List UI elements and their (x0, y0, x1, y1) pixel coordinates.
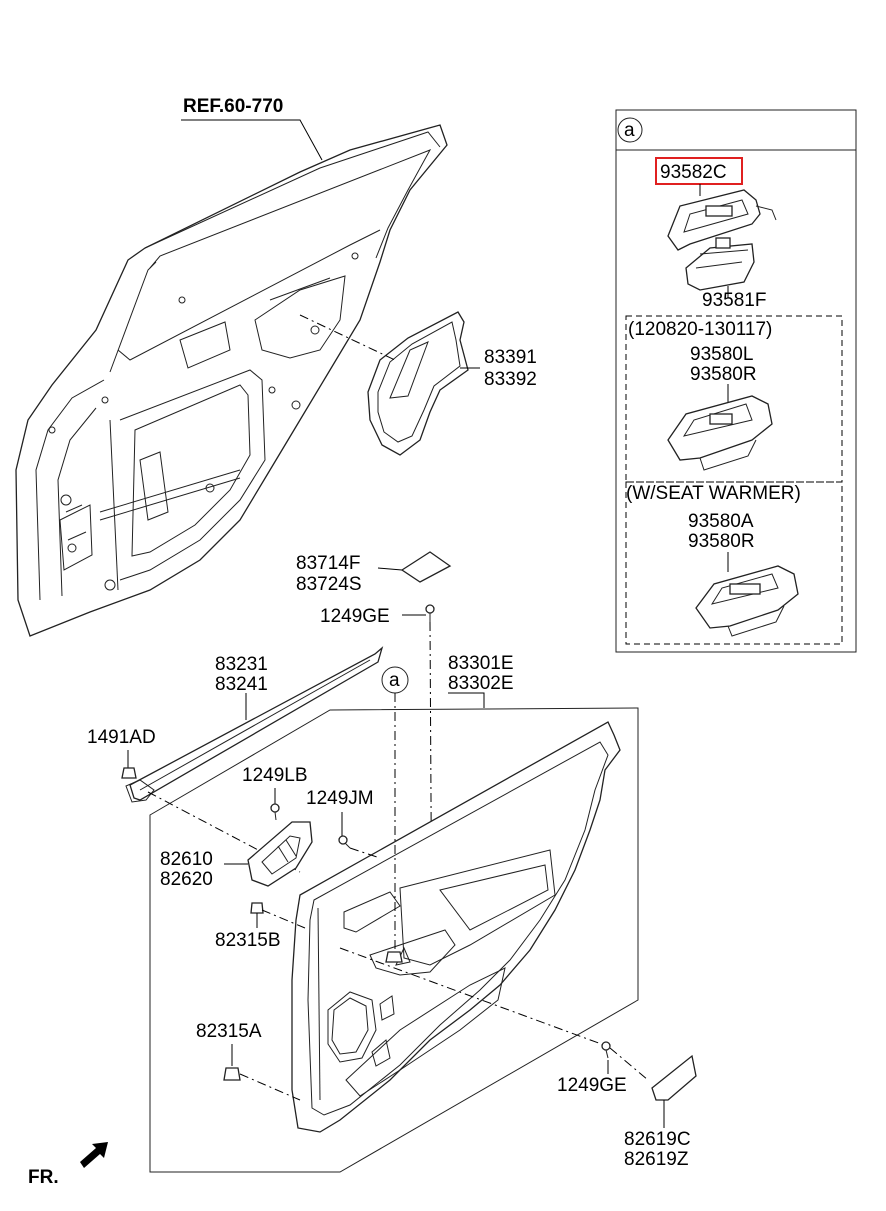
front-direction: FR. (28, 1142, 108, 1188)
screw-top-1249ge[interactable]: 1249GE (320, 604, 435, 976)
group-2[interactable]: (W/SEAT WARMER) 93580A 93580R (626, 483, 801, 637)
label-82619z[interactable]: 82619Z (624, 1149, 689, 1170)
group-1-title[interactable]: (120820-130117) (628, 319, 772, 340)
group-1-box (625, 315, 843, 483)
clip-b-dash (261, 909, 306, 929)
highlight-box (655, 157, 743, 185)
inside-handle-82610[interactable]: 82610 82620 (160, 821, 313, 890)
weatherstrip-83231[interactable]: 83231 83241 (125, 646, 384, 873)
label-83724s[interactable]: 83724S (296, 574, 362, 595)
label-83231[interactable]: 83231 (215, 654, 268, 675)
trim-panel-83301e[interactable]: 83301E 83302E (149, 653, 639, 1173)
ref-leader (181, 119, 323, 161)
screw-1249lb[interactable]: 1249LB (242, 765, 308, 821)
sticker-83714f[interactable]: 83714F 83724S (296, 551, 452, 595)
part-93581f[interactable]: 93581F (685, 237, 766, 311)
group-2-box (625, 481, 843, 645)
label-1491ad[interactable]: 1491AD (87, 727, 156, 748)
label-1249jm[interactable]: 1249JM (306, 788, 374, 809)
label-93580a[interactable]: 93580A (688, 511, 754, 532)
label-83392[interactable]: 83392 (484, 369, 537, 390)
arrow-icon (80, 1142, 108, 1168)
clip-a-dash (239, 1073, 301, 1101)
inset-callout[interactable]: a (617, 117, 643, 143)
label-82620[interactable]: 82620 (160, 869, 213, 890)
label-83301e[interactable]: 83301E (448, 653, 514, 674)
inset-panel: a 93582C 93581F (120820-130117) 93580L 9… (615, 109, 857, 653)
screw-1249jm-dash (349, 847, 381, 859)
ref-label-group[interactable]: REF.60-770 (181, 96, 323, 161)
label-93580r-a[interactable]: 93580R (690, 364, 757, 385)
trim-seal-83391[interactable]: 83391 83392 (299, 311, 537, 456)
label-82610[interactable]: 82610 (160, 849, 213, 870)
clip-82315a[interactable]: 82315A (196, 1021, 301, 1101)
door-frame (15, 124, 448, 637)
label-1249ge-top[interactable]: 1249GE (320, 606, 390, 627)
group-2-title[interactable]: (W/SEAT WARMER) (626, 483, 801, 504)
trim-panel-leader (448, 692, 485, 708)
label-93581f[interactable]: 93581F (702, 290, 766, 311)
screw-bottom-1249ge[interactable]: 1249GE (557, 1041, 649, 1096)
part-93582c[interactable]: 93582C (655, 157, 777, 251)
callout-a-label[interactable]: a (389, 670, 400, 691)
label-82619c[interactable]: 82619C (624, 1129, 691, 1150)
cover-82619c[interactable]: 82619C 82619Z (624, 1054, 697, 1170)
direction-label: FR. (28, 1167, 59, 1188)
seal-dash (299, 314, 396, 361)
screw-top-dash (429, 621, 433, 976)
group-1[interactable]: (120820-130117) 93580L 93580R (628, 319, 773, 471)
inset-callout-label[interactable]: a (624, 120, 635, 141)
clip-1491ad[interactable]: 1491AD (87, 727, 156, 779)
clip-82315b[interactable]: 82315B (215, 902, 306, 951)
label-1249lb[interactable]: 1249LB (242, 765, 308, 786)
label-93580r-b[interactable]: 93580R (688, 531, 755, 552)
label-82315b[interactable]: 82315B (215, 930, 281, 951)
label-83391[interactable]: 83391 (484, 347, 537, 368)
screw-1249jm[interactable]: 1249JM (306, 788, 381, 859)
label-93580l[interactable]: 93580L (690, 344, 753, 365)
sticker-leader (377, 567, 403, 571)
label-93582c[interactable]: 93582C (660, 162, 727, 183)
label-1249ge-bottom[interactable]: 1249GE (557, 1075, 627, 1096)
callout-a[interactable]: a (381, 666, 409, 963)
ref-label[interactable]: REF.60-770 (183, 96, 283, 117)
trim-dash-bottom (339, 947, 605, 1046)
label-83241[interactable]: 83241 (215, 674, 268, 695)
screw-bottom-dash (609, 1047, 649, 1081)
label-83714f[interactable]: 83714F (296, 553, 360, 574)
label-82315a[interactable]: 82315A (196, 1021, 262, 1042)
label-83302e[interactable]: 83302E (448, 673, 514, 694)
